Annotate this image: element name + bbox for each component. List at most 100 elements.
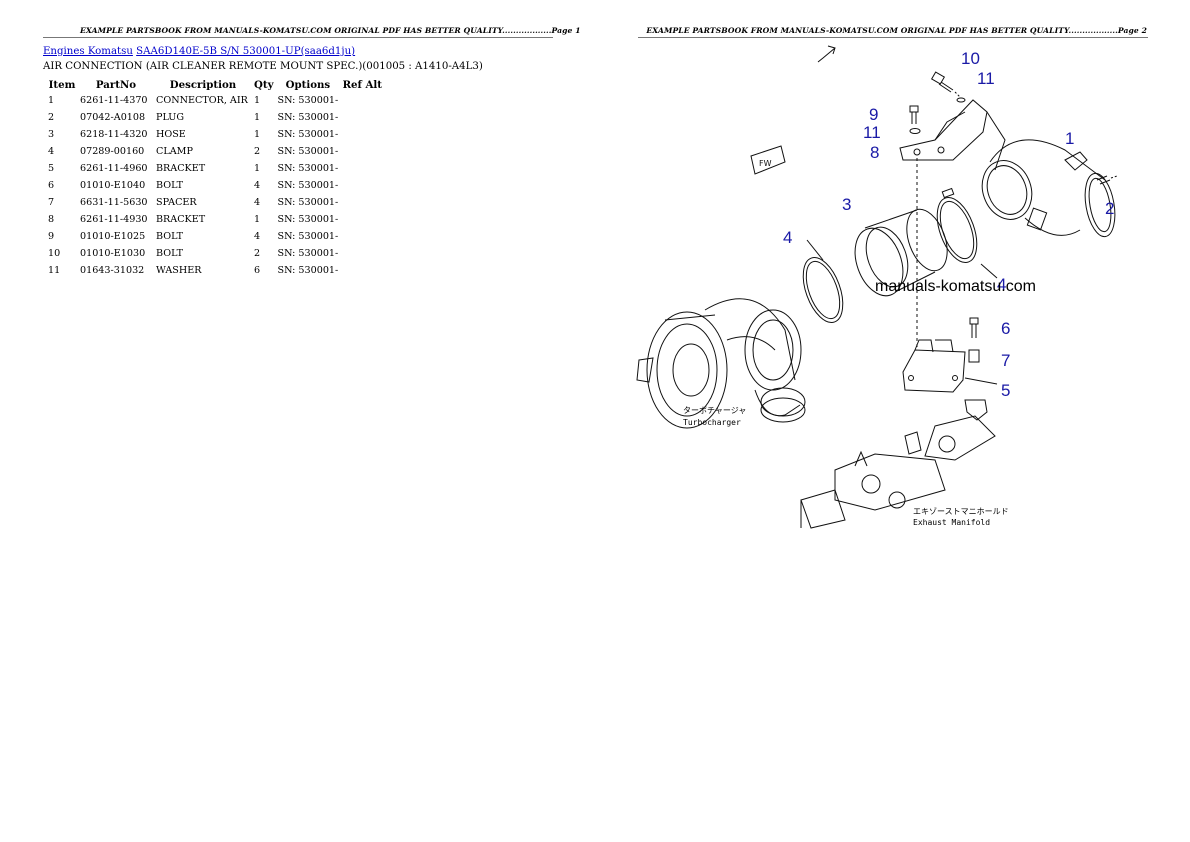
bracket-5-drawing	[902, 339, 998, 393]
callout-9: 9	[869, 105, 878, 124]
cell-ref-alt	[340, 211, 384, 228]
cell-ref-alt	[340, 194, 384, 211]
page-2: EXAMPLE PARTSBOOK FROM MANUALS-KOMATSU.C…	[595, 0, 1190, 842]
cell-description: PLUG	[156, 112, 185, 123]
cell-options: SN: 530001-	[277, 197, 339, 208]
spacer-7-drawing	[968, 349, 980, 363]
cell-ref-alt	[340, 262, 384, 279]
cell-options: SN: 530001-	[277, 180, 339, 191]
leader-4-left	[806, 239, 824, 261]
cell-description: BRACKET	[156, 214, 206, 225]
col-header-options: Options	[285, 78, 331, 91]
wiring-tag-icon: FW	[750, 145, 786, 175]
cell-description: HOSE	[156, 129, 186, 140]
bolt-6-drawing	[969, 317, 979, 338]
clamp-4-left-drawing	[802, 257, 844, 323]
direction-arrow-icon	[817, 45, 836, 63]
cell-partno: 07289-00160	[80, 146, 145, 157]
cell-qty: 4	[254, 180, 261, 191]
cell-partno: 6261-11-4370	[80, 95, 148, 106]
breadcrumb: Engines Komatsu SAA6D140E-5B S/N 530001-…	[43, 46, 355, 57]
cell-item: 11	[48, 265, 61, 276]
callout-8: 8	[870, 143, 879, 162]
turbocharger-label-jp: ターボチャージャ	[683, 406, 746, 415]
cell-description: CLAMP	[156, 146, 193, 157]
callout-11-mid: 11	[863, 123, 881, 142]
air-connector-1-drawing	[981, 139, 1116, 238]
cell-qty: 6	[254, 265, 261, 276]
cell-options: SN: 530001-	[277, 231, 339, 242]
parts-table: Item PartNo Description Qty Options Ref …	[43, 77, 384, 279]
turbocharger-label: Turbocharger	[683, 418, 741, 427]
callout-1: 1	[1065, 129, 1074, 148]
cell-partno: 01010-E1025	[80, 231, 146, 242]
cell-options: SN: 530001-	[277, 146, 339, 157]
page-header: EXAMPLE PARTSBOOK FROM MANUALS-KOMATSU.C…	[646, 26, 1147, 35]
table-row: 1 6261-11-4370 CONNECTOR, AIR 1 SN: 530001-	[43, 92, 384, 109]
cell-ref-alt	[340, 109, 384, 126]
callout-5: 5	[1001, 381, 1010, 400]
col-header-item: Item	[48, 78, 76, 91]
col-header-ref-alt: Ref Alt	[342, 78, 382, 91]
cell-options: SN: 530001-	[277, 129, 339, 140]
exhaust-manifold-label: Exhaust Manifold	[913, 518, 990, 527]
callout-3: 3	[842, 195, 851, 214]
cell-ref-alt	[340, 126, 384, 143]
cell-partno: 6261-11-4930	[80, 214, 148, 225]
header-rule	[43, 37, 553, 38]
cell-item: 1	[48, 95, 55, 106]
cell-qty: 1	[254, 112, 261, 123]
page-title: AIR CONNECTION (AIR CLEANER REMOTE MOUNT…	[43, 61, 483, 72]
cell-ref-alt	[340, 177, 384, 194]
cell-options: SN: 530001-	[277, 112, 339, 123]
cell-description: BOLT	[156, 248, 184, 259]
cell-options: SN: 530001-	[277, 163, 339, 174]
cell-partno: 01643-31032	[80, 265, 145, 276]
cell-partno: 01010-E1040	[80, 180, 146, 191]
cell-ref-alt	[340, 228, 384, 245]
cell-description: SPACER	[156, 197, 197, 208]
cell-partno: 6261-11-4960	[80, 163, 148, 174]
cell-item: 5	[48, 163, 55, 174]
breadcrumb-link-engines[interactable]: Engines Komatsu	[43, 46, 133, 57]
cell-partno: 01010-E1030	[80, 248, 146, 259]
cell-description: BOLT	[156, 180, 184, 191]
cell-description: CONNECTOR, AIR	[156, 95, 248, 106]
cell-description: BRACKET	[156, 163, 206, 174]
bolt-10-drawing	[930, 71, 962, 99]
cell-options: SN: 530001-	[277, 95, 339, 106]
leader-4-right	[980, 263, 998, 279]
col-header-partno: PartNo	[95, 78, 137, 91]
header-rule	[638, 37, 1148, 38]
cell-item: 7	[48, 197, 55, 208]
cell-qty: 2	[254, 146, 261, 157]
turbocharger-drawing	[636, 298, 806, 429]
col-header-description: Description	[169, 78, 237, 91]
svg-text:FW: FW	[759, 159, 772, 168]
cell-qty: 1	[254, 129, 261, 140]
page-1: EXAMPLE PARTSBOOK FROM MANUALS-KOMATSU.C…	[43, 26, 581, 279]
callout-11-top: 11	[977, 69, 995, 88]
breadcrumb-link-model[interactable]: SAA6D140E-5B S/N 530001-UP(saa6d1ju)	[136, 46, 356, 57]
washer-11-lower-drawing	[909, 128, 921, 134]
bracket-8-drawing	[899, 99, 1006, 171]
cell-options: SN: 530001-	[277, 265, 339, 276]
callout-4-left: 4	[783, 228, 792, 247]
cell-qty: 1	[254, 95, 261, 106]
exhaust-manifold-drawing	[800, 399, 996, 529]
cell-qty: 1	[254, 214, 261, 225]
cell-partno: 6631-11-5630	[80, 197, 148, 208]
cell-ref-alt	[340, 245, 384, 262]
cell-ref-alt	[340, 160, 384, 177]
bolt-9-drawing	[909, 105, 919, 124]
cell-qty: 4	[254, 231, 261, 242]
